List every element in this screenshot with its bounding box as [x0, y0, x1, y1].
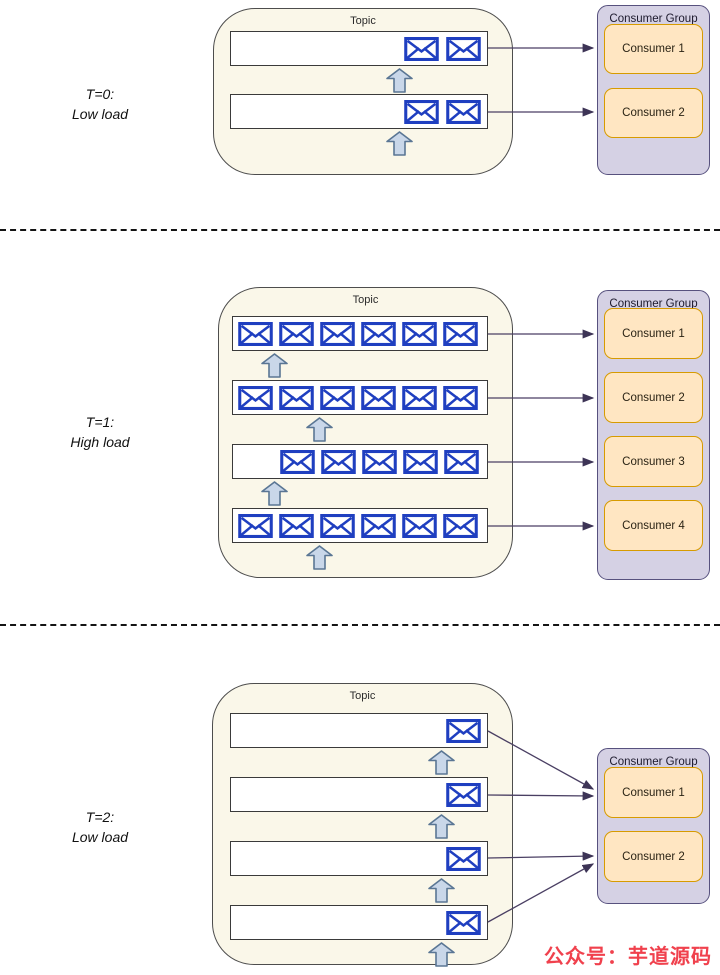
topic-title: Topic — [349, 690, 376, 702]
consumer-box: Consumer 2 — [604, 372, 703, 423]
message-envelope-icon — [361, 321, 396, 346]
message-envelope-icon — [362, 449, 397, 474]
partition-row — [230, 905, 488, 940]
up-arrow-slot — [261, 353, 288, 383]
partition-row — [232, 444, 488, 479]
message-envelope-icon — [238, 513, 273, 538]
message-envelope-icon — [402, 513, 437, 538]
produce-up-arrow-icon — [386, 131, 413, 156]
message-envelope-icon — [446, 718, 481, 743]
message-envelope-icon — [238, 321, 273, 346]
load-label: Low load — [71, 106, 129, 122]
up-arrow-slot — [428, 814, 455, 844]
partition-row — [230, 31, 488, 66]
time-label: T=2: — [85, 809, 115, 825]
up-arrow-slot — [261, 481, 288, 511]
produce-up-arrow-icon — [428, 942, 455, 967]
up-arrow-slot — [428, 750, 455, 780]
state-label-t0: T=0: Low load — [30, 84, 170, 124]
load-label: Low load — [71, 829, 129, 845]
consumer-box: Consumer 2 — [604, 88, 703, 138]
message-envelope-icon — [320, 321, 355, 346]
produce-up-arrow-icon — [386, 68, 413, 93]
section-divider — [0, 624, 720, 626]
message-envelope-icon — [446, 846, 481, 871]
message-envelope-icon — [361, 385, 396, 410]
produce-up-arrow-icon — [428, 750, 455, 775]
message-envelope-icon — [403, 449, 438, 474]
message-envelope-icon — [446, 910, 481, 935]
partition-row — [230, 841, 488, 876]
message-envelope-icon — [321, 449, 356, 474]
consumer-group-title: Consumer Group — [609, 756, 698, 768]
partition-row — [232, 316, 488, 351]
message-envelope-icon — [238, 385, 273, 410]
message-envelope-icon — [320, 513, 355, 538]
partition-row — [232, 380, 488, 415]
partition-row — [230, 94, 488, 129]
message-envelope-icon — [404, 99, 439, 124]
consumer-group-title: Consumer Group — [609, 298, 698, 310]
message-envelope-icon — [443, 513, 478, 538]
consumer-box: Consumer 1 — [604, 767, 703, 818]
message-envelope-icon — [404, 36, 439, 61]
up-arrow-slot — [306, 417, 333, 447]
message-envelope-icon — [279, 385, 314, 410]
message-envelope-icon — [279, 321, 314, 346]
up-arrow-slot — [386, 68, 413, 98]
message-envelope-icon — [280, 449, 315, 474]
up-arrow-slot — [386, 131, 413, 161]
consumer-group-title: Consumer Group — [609, 13, 698, 25]
up-arrow-slot — [428, 878, 455, 908]
partition-row — [230, 777, 488, 812]
watermark-text: 公众号：芋道源码 — [544, 946, 712, 968]
message-envelope-icon — [443, 385, 478, 410]
message-envelope-icon — [279, 513, 314, 538]
message-envelope-icon — [446, 36, 481, 61]
state-label-t1: T=1: High load — [30, 412, 170, 452]
up-arrow-slot — [428, 942, 455, 972]
message-envelope-icon — [361, 513, 396, 538]
load-label: High load — [70, 434, 130, 450]
topic-title: Topic — [350, 15, 376, 27]
message-envelope-icon — [446, 99, 481, 124]
produce-up-arrow-icon — [306, 417, 333, 442]
produce-up-arrow-icon — [428, 814, 455, 839]
state-label-t2: T=2: Low load — [30, 807, 170, 847]
produce-up-arrow-icon — [261, 481, 288, 506]
message-envelope-icon — [320, 385, 355, 410]
time-label: T=1: — [85, 414, 115, 430]
message-envelope-icon — [446, 782, 481, 807]
message-envelope-icon — [443, 321, 478, 346]
consumer-box: Consumer 2 — [604, 831, 703, 882]
message-envelope-icon — [402, 385, 437, 410]
consumer-box: Consumer 1 — [604, 24, 703, 74]
consumer-box: Consumer 1 — [604, 308, 703, 359]
section-divider — [0, 229, 720, 231]
produce-up-arrow-icon — [306, 545, 333, 570]
time-label: T=0: — [85, 86, 115, 102]
message-envelope-icon — [444, 449, 479, 474]
produce-up-arrow-icon — [261, 353, 288, 378]
message-envelope-icon — [402, 321, 437, 346]
produce-up-arrow-icon — [428, 878, 455, 903]
consumer-box: Consumer 4 — [604, 500, 703, 551]
up-arrow-slot — [306, 545, 333, 575]
partition-row — [232, 508, 488, 543]
topic-title: Topic — [352, 294, 379, 306]
partition-row — [230, 713, 488, 748]
consumer-box: Consumer 3 — [604, 436, 703, 487]
